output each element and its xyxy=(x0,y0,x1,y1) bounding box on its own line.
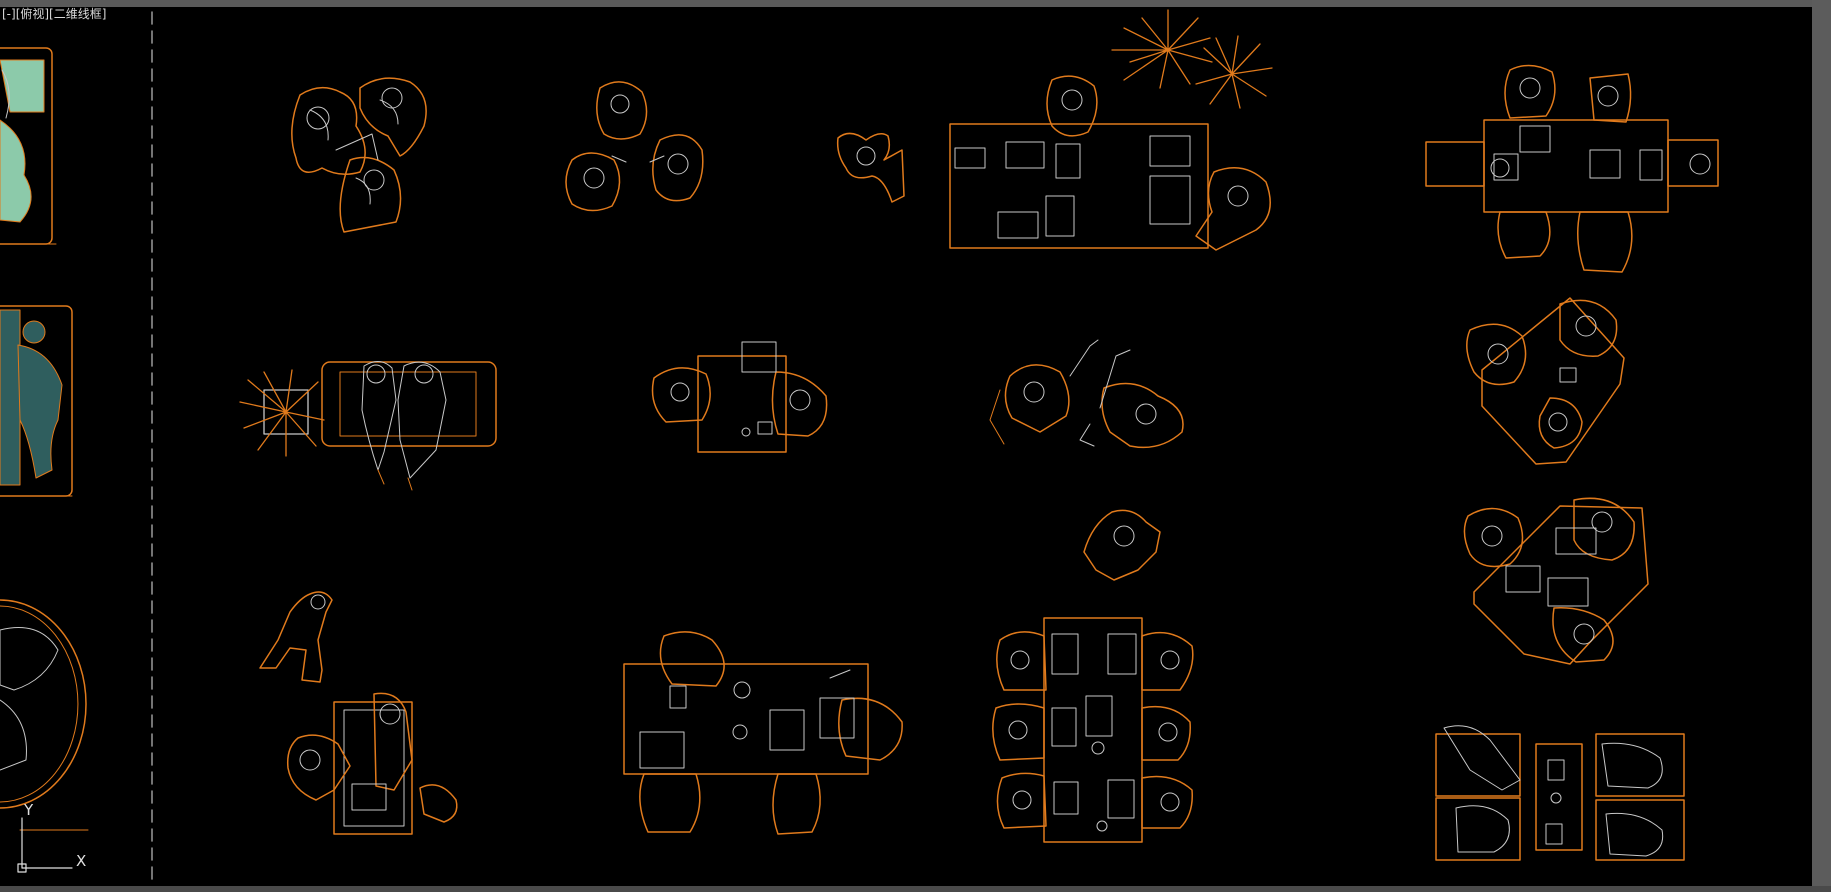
lounge-group-figure[interactable] xyxy=(1466,297,1625,465)
plant-icon[interactable] xyxy=(1111,9,1273,109)
sofa-with-people-figure[interactable] xyxy=(321,361,497,491)
person-sitting-icon[interactable] xyxy=(836,132,905,203)
side-profile-figure[interactable] xyxy=(0,47,57,245)
person-walking-icon[interactable] xyxy=(259,591,333,683)
ucs-x-axis-label: X xyxy=(76,852,87,870)
desk-cluster-figure[interactable] xyxy=(1435,725,1685,861)
horizontal-scrollbar[interactable] xyxy=(0,886,1831,892)
side-profile-figure[interactable] xyxy=(0,599,89,831)
meeting-desk-figure[interactable] xyxy=(949,75,1271,251)
vertical-scrollbar[interactable] xyxy=(1812,0,1831,892)
desk-cluster-figure[interactable] xyxy=(992,617,1194,843)
conversation-group-figure[interactable] xyxy=(565,81,704,212)
large-meeting-table-figure[interactable] xyxy=(623,631,903,835)
side-profile-figure[interactable] xyxy=(0,305,73,497)
viewport-label[interactable]: [-][俯视][二维线框] xyxy=(2,7,107,21)
person-sitting-icon[interactable] xyxy=(1083,509,1161,581)
ucs-y-axis-label: Y xyxy=(24,801,34,819)
plant-icon[interactable] xyxy=(239,369,325,457)
work-desk-figure[interactable] xyxy=(286,692,458,835)
small-meeting-table-figure[interactable] xyxy=(651,341,828,453)
conference-table-figure[interactable] xyxy=(1425,64,1719,273)
viewport-top-edge xyxy=(0,0,1831,7)
lounge-group-figure[interactable] xyxy=(1463,497,1649,665)
lounge-group-figure[interactable] xyxy=(989,339,1184,449)
ucs-axis-icon xyxy=(17,817,73,873)
standing-group-figure[interactable] xyxy=(291,77,427,233)
